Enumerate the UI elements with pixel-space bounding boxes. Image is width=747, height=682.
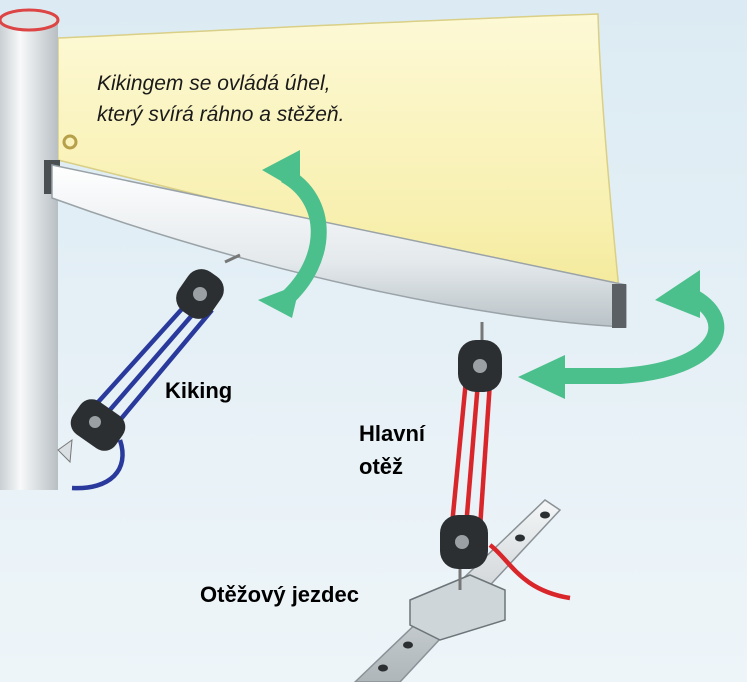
- label-mainsheet: Hlavní otěž: [359, 417, 425, 483]
- boom: [51, 164, 627, 328]
- vang-upper-block: [176, 253, 241, 319]
- vang-lower-block: [57, 399, 126, 464]
- mainsheet-lower-block: [440, 515, 488, 590]
- vang-ropes: [71, 298, 214, 491]
- boom-swing-arrow: [560, 287, 725, 384]
- mast: [0, 20, 58, 490]
- mast-top: [0, 8, 60, 32]
- vang-angle-arrowhead-up: [262, 150, 300, 192]
- boom-end-cap: [612, 284, 626, 328]
- caption-text: Kikingem se ovládá úhel, který svírá ráh…: [97, 68, 344, 130]
- label-traveler: Otěžový jezdec: [200, 582, 359, 607]
- caption-line-1: Kikingem se ovládá úhel,: [97, 72, 331, 95]
- sail: [57, 13, 621, 301]
- sail-cringle-tack: [62, 134, 78, 150]
- boom-swing-arrowhead-left: [518, 355, 565, 399]
- label-kiking: Kiking: [165, 378, 233, 403]
- vang-angle-arrowhead-down: [258, 284, 300, 318]
- label-mainsheet-line-2: otěž: [359, 454, 403, 479]
- caption-line-2: který svírá ráhno a stěžeň.: [97, 103, 345, 126]
- mainsheet-upper-block: [458, 322, 502, 392]
- label-mainsheet-line-1: Hlavní: [359, 421, 426, 446]
- mainsheet-ropes: [449, 379, 571, 601]
- boom-swing-arrowhead-right: [655, 270, 700, 318]
- traveler-car: [409, 574, 506, 641]
